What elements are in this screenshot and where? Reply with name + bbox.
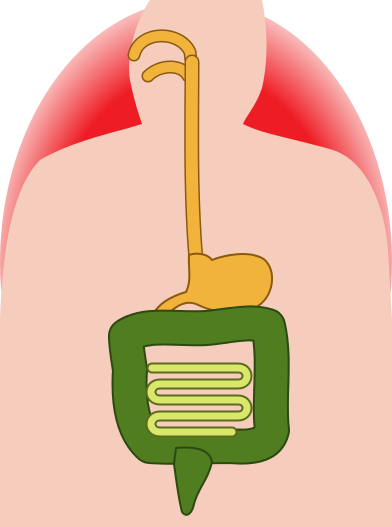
esophagus [192, 62, 196, 260]
